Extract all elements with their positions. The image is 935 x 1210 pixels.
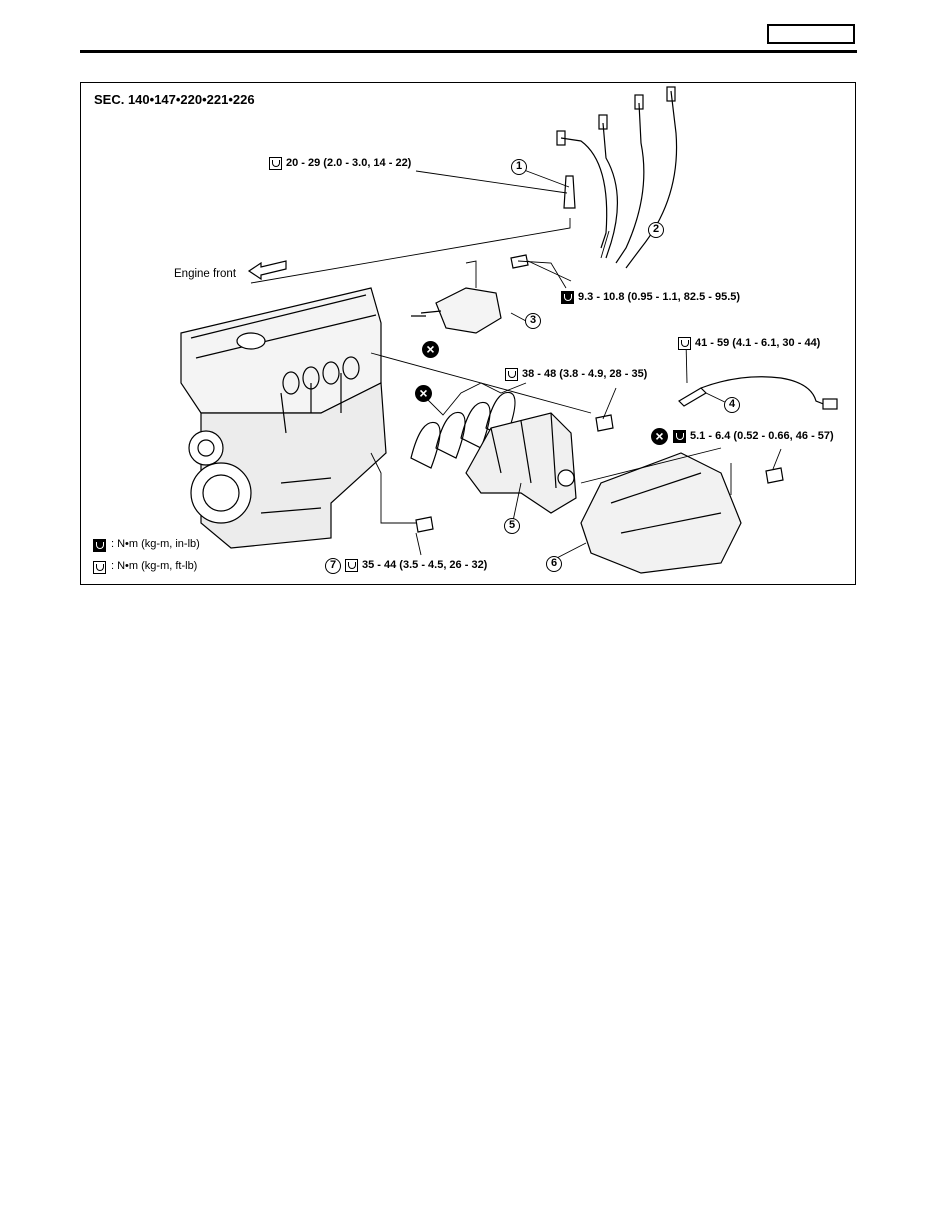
- plug-wire-3: [615, 102, 645, 264]
- engine-cover: [190, 294, 377, 359]
- do-not-reuse-icon: ×: [422, 341, 439, 358]
- plug-wire-2: [602, 122, 618, 259]
- torque-sensor: 41 - 59 (4.1 - 6.1, 30 - 44): [695, 337, 821, 349]
- stud: [415, 516, 434, 533]
- plug-wire-4: [625, 90, 678, 269]
- torque-manifold-nut: 38 - 48 (3.8 - 4.9, 28 - 35): [522, 368, 648, 380]
- engine-illustration: [180, 86, 838, 574]
- manifold-nut: [595, 414, 614, 432]
- torque-spark-plug: 20 - 29 (2.0 - 3.0, 14 - 22): [286, 157, 412, 169]
- exhaust-manifold: [465, 412, 577, 514]
- gasket-1: [410, 421, 441, 469]
- section-reference: SEC. 140•147•220•221•226: [94, 92, 255, 107]
- crank-pulley: [190, 462, 252, 524]
- torque-cover-bolt: 5.1 - 6.4 (0.52 - 0.66, 46 - 57): [690, 430, 834, 442]
- torque-coil-bolt: 9.3 - 10.8 (0.95 - 1.1, 82.5 - 95.5): [578, 291, 741, 303]
- do-not-reuse-icon: ×: [651, 428, 668, 445]
- gasket-3: [460, 401, 491, 449]
- heat-cover: [580, 452, 742, 574]
- torque-wrench-dark-icon: [673, 430, 686, 443]
- torque-wrench-icon: [678, 337, 691, 350]
- torque-wrench-dark-icon: [93, 539, 106, 552]
- torque-wrench-icon: [505, 368, 518, 381]
- spark-plug: [563, 175, 576, 209]
- torque-wrench-icon: [345, 559, 358, 572]
- header-rule: [80, 50, 857, 53]
- engine-front-label: Engine front: [174, 268, 237, 280]
- callout-2: 2: [648, 222, 664, 238]
- gasket-2: [435, 411, 466, 459]
- callout-5: 5: [504, 518, 520, 534]
- legend-in-lb: : N•m (kg-m, in-lb): [111, 538, 200, 550]
- legend-ft-lb: : N•m (kg-m, ft-lb): [111, 560, 198, 572]
- torque-stud: 35 - 44 (3.5 - 4.5, 26 - 32): [362, 559, 488, 571]
- oil-cap: [236, 332, 266, 350]
- torque-wrench-dark-icon: [561, 291, 574, 304]
- oxygen-sensor: [678, 387, 707, 407]
- water-pump-pulley: [188, 430, 224, 466]
- callout-7: 7: [325, 558, 341, 574]
- torque-wrench-icon: [269, 157, 282, 170]
- page-number-box: [767, 24, 855, 44]
- ignition-coil: [435, 287, 502, 334]
- plug-wire-1: [560, 137, 608, 249]
- callout-4: 4: [724, 397, 740, 413]
- torque-wrench-icon: [93, 561, 106, 574]
- do-not-reuse-icon: ×: [415, 385, 432, 402]
- arrow-left-icon: [247, 260, 287, 281]
- callout-6: 6: [546, 556, 562, 572]
- callout-3: 3: [525, 313, 541, 329]
- sensor-harness: [700, 376, 827, 406]
- cover-bolt: [765, 467, 784, 484]
- exploded-view-figure: SEC. 140•147•220•221•226 Engine front 20…: [80, 82, 856, 585]
- callout-1: 1: [511, 159, 527, 175]
